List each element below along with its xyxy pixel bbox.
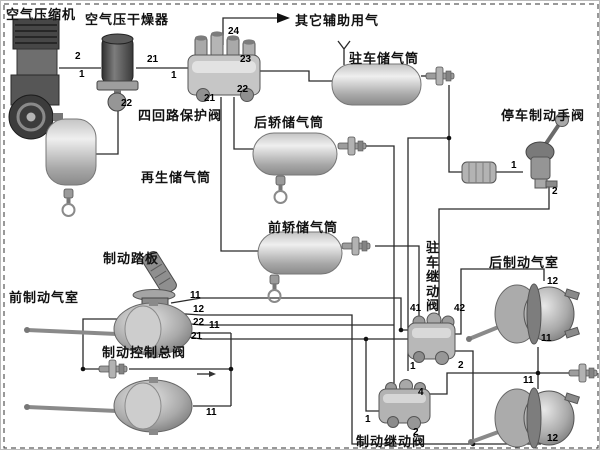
front-circuit-fitting bbox=[98, 359, 128, 379]
front-axle-tank-graphic bbox=[257, 231, 371, 303]
port-number: 1 bbox=[511, 160, 517, 171]
port-number: 2 bbox=[552, 186, 558, 197]
filter-graphic bbox=[461, 161, 497, 184]
compressor-label: 空气压缩机 bbox=[6, 7, 77, 22]
port-number: 2 bbox=[75, 51, 81, 62]
rear-axle-tank-graphic bbox=[252, 132, 367, 204]
port-number: 11 bbox=[209, 320, 220, 331]
port-number: 12 bbox=[547, 276, 559, 287]
port-number: 2 bbox=[458, 360, 464, 371]
front-brake-chamber-1-graphic bbox=[24, 300, 193, 358]
port-number: 1 bbox=[171, 70, 177, 81]
four-circuit-valve-label: 四回路保护阀 bbox=[138, 108, 223, 123]
port-number: 11 bbox=[523, 375, 534, 386]
port-number: 11 bbox=[206, 407, 217, 418]
port-number: 1 bbox=[410, 361, 416, 372]
port-number: 1 bbox=[365, 414, 371, 425]
port-number: 12 bbox=[547, 433, 559, 444]
port-number: 22 bbox=[237, 84, 249, 95]
aux-air-label: 其它辅助用气 bbox=[295, 13, 380, 28]
hand-valve-label: 停车制动手阀 bbox=[501, 108, 586, 123]
regen-tank-graphic bbox=[45, 118, 97, 217]
front-chamber-label: 前制动气室 bbox=[9, 290, 80, 305]
air-dryer-graphic bbox=[96, 33, 139, 112]
brake-relay-valve-graphic bbox=[378, 379, 431, 430]
port-number: 4 bbox=[418, 387, 424, 398]
port-number: 11 bbox=[190, 290, 201, 301]
brake-relay-label: 制动继动阀 bbox=[356, 434, 427, 449]
port-number: 21 bbox=[191, 331, 203, 342]
brake-pedal-label: 制动踏板 bbox=[103, 251, 160, 266]
port-number: 21 bbox=[204, 93, 216, 104]
pipe-lines bbox=[59, 17, 571, 445]
rear-brake-chamber-2-graphic bbox=[468, 387, 580, 449]
port-number: 12 bbox=[193, 304, 205, 315]
front-brake-chamber-2-graphic bbox=[24, 377, 193, 435]
rear-tank-label: 后轿储气筒 bbox=[254, 115, 325, 130]
parking-relay-label: 驻车继动阀 bbox=[425, 240, 439, 313]
port-number: 23 bbox=[240, 54, 252, 65]
parking-tank-graphic bbox=[331, 63, 455, 106]
port-number: 2 bbox=[413, 427, 419, 438]
master-valve-label: 制动控制总阀 bbox=[102, 345, 187, 360]
port-number: 1 bbox=[79, 69, 85, 80]
rear-drain-fitting bbox=[568, 363, 598, 383]
rear-brake-chamber-1-graphic bbox=[466, 283, 580, 345]
parking-relay-valve-graphic bbox=[407, 312, 456, 365]
parking-tank-label: 驻车储气筒 bbox=[349, 51, 420, 66]
rear-chamber-label: 后制动气室 bbox=[489, 255, 560, 270]
port-number: 21 bbox=[147, 54, 159, 65]
port-number: 41 bbox=[410, 303, 422, 314]
front-tank-label: 前轿储气筒 bbox=[268, 220, 339, 235]
port-number: 42 bbox=[454, 303, 466, 314]
port-number: 22 bbox=[193, 317, 205, 328]
flow-arrow-icon bbox=[277, 13, 290, 23]
four-circuit-valve-graphic bbox=[187, 31, 261, 102]
exhaust-arrow-icon bbox=[209, 371, 216, 377]
port-number: 24 bbox=[228, 26, 240, 37]
air-compressor-graphic bbox=[8, 18, 63, 140]
port-number: 11 bbox=[541, 333, 552, 344]
port-number: 22 bbox=[121, 98, 133, 109]
regen-tank-label: 再生储气筒 bbox=[141, 170, 212, 185]
dashed-border bbox=[3, 3, 599, 449]
dryer-label: 空气压干燥器 bbox=[85, 12, 170, 27]
hand-valve-graphic bbox=[525, 113, 569, 189]
